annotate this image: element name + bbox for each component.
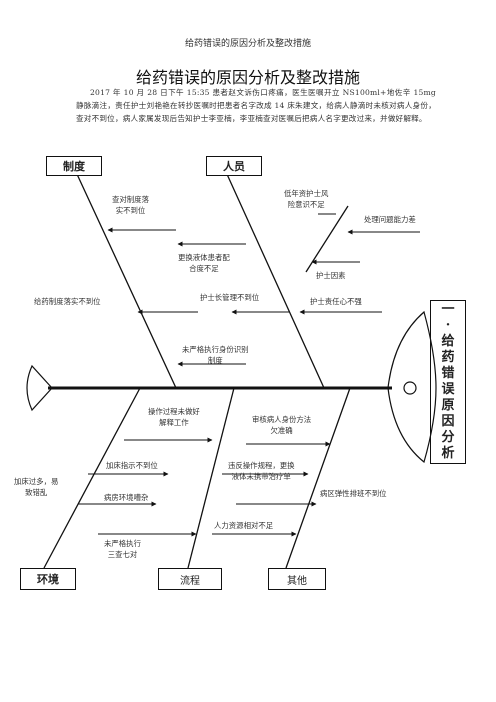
bone-other bbox=[285, 387, 351, 569]
cause-patient-cooperation: 更换液体患者配合度不足 bbox=[178, 253, 230, 273]
page-header: 给药错误的原因分析及整改措施 bbox=[184, 39, 311, 49]
cause-explanation: 操作过程未做好解释工作 bbox=[148, 407, 200, 427]
side-label: 一 · 给 药 错 误 原 因 分 析 bbox=[430, 300, 466, 464]
category-environment: 环境 bbox=[20, 568, 76, 590]
bone-process bbox=[187, 387, 235, 569]
cause-medication-policy: 给药制度落实不到位 bbox=[34, 297, 101, 306]
fish-tail bbox=[26, 364, 53, 412]
cause-extra-beds: 加床过多，易致错乱 bbox=[14, 477, 59, 497]
cause-bed-instructions: 加床指示不到位 bbox=[106, 461, 158, 470]
cause-three-checks: 未严格执行三查七对 bbox=[104, 539, 141, 559]
bone-policy bbox=[75, 171, 177, 389]
category-other: 其他 bbox=[268, 568, 326, 590]
category-policy: 制度 bbox=[46, 156, 102, 176]
cause-responsibility: 护士责任心不强 bbox=[310, 297, 362, 306]
cause-identity-check: 未严格执行身份识别制度 bbox=[182, 345, 249, 365]
cause-procedure-violation: 违反操作规程，更换液体未携带治疗单 bbox=[228, 461, 295, 481]
cause-check-system: 查对制度落实不到位 bbox=[112, 195, 149, 215]
cause-nurse-factor: 护士因素 bbox=[316, 271, 346, 280]
cause-scheduling: 病区弹性排班不到位 bbox=[320, 489, 387, 498]
bone-personnel bbox=[225, 171, 325, 389]
cause-noisy-ward: 病房环境嘈杂 bbox=[104, 493, 149, 502]
cause-staffing: 人力资源相对不足 bbox=[214, 521, 274, 530]
incident-description: 2017 年 10 月 28 日下午 15:35 患者赵文诉伤口疼痛，医生医嘱开… bbox=[76, 88, 436, 123]
bone-environment bbox=[43, 387, 141, 569]
cause-identity-method: 审核病人身份方法欠准确 bbox=[252, 415, 312, 435]
fish-eye bbox=[403, 381, 417, 395]
cause-junior-nurse-risk: 低年资护士风险意识不足 bbox=[284, 189, 329, 209]
cause-head-nurse-management: 护士长管理不到位 bbox=[200, 293, 260, 302]
fish-head bbox=[387, 310, 437, 464]
page-title: 给药错误的原因分析及整改措施 bbox=[135, 68, 360, 87]
cause-problem-handling: 处理问题能力差 bbox=[364, 215, 416, 224]
category-personnel: 人员 bbox=[206, 156, 262, 176]
category-process: 流程 bbox=[158, 568, 222, 590]
